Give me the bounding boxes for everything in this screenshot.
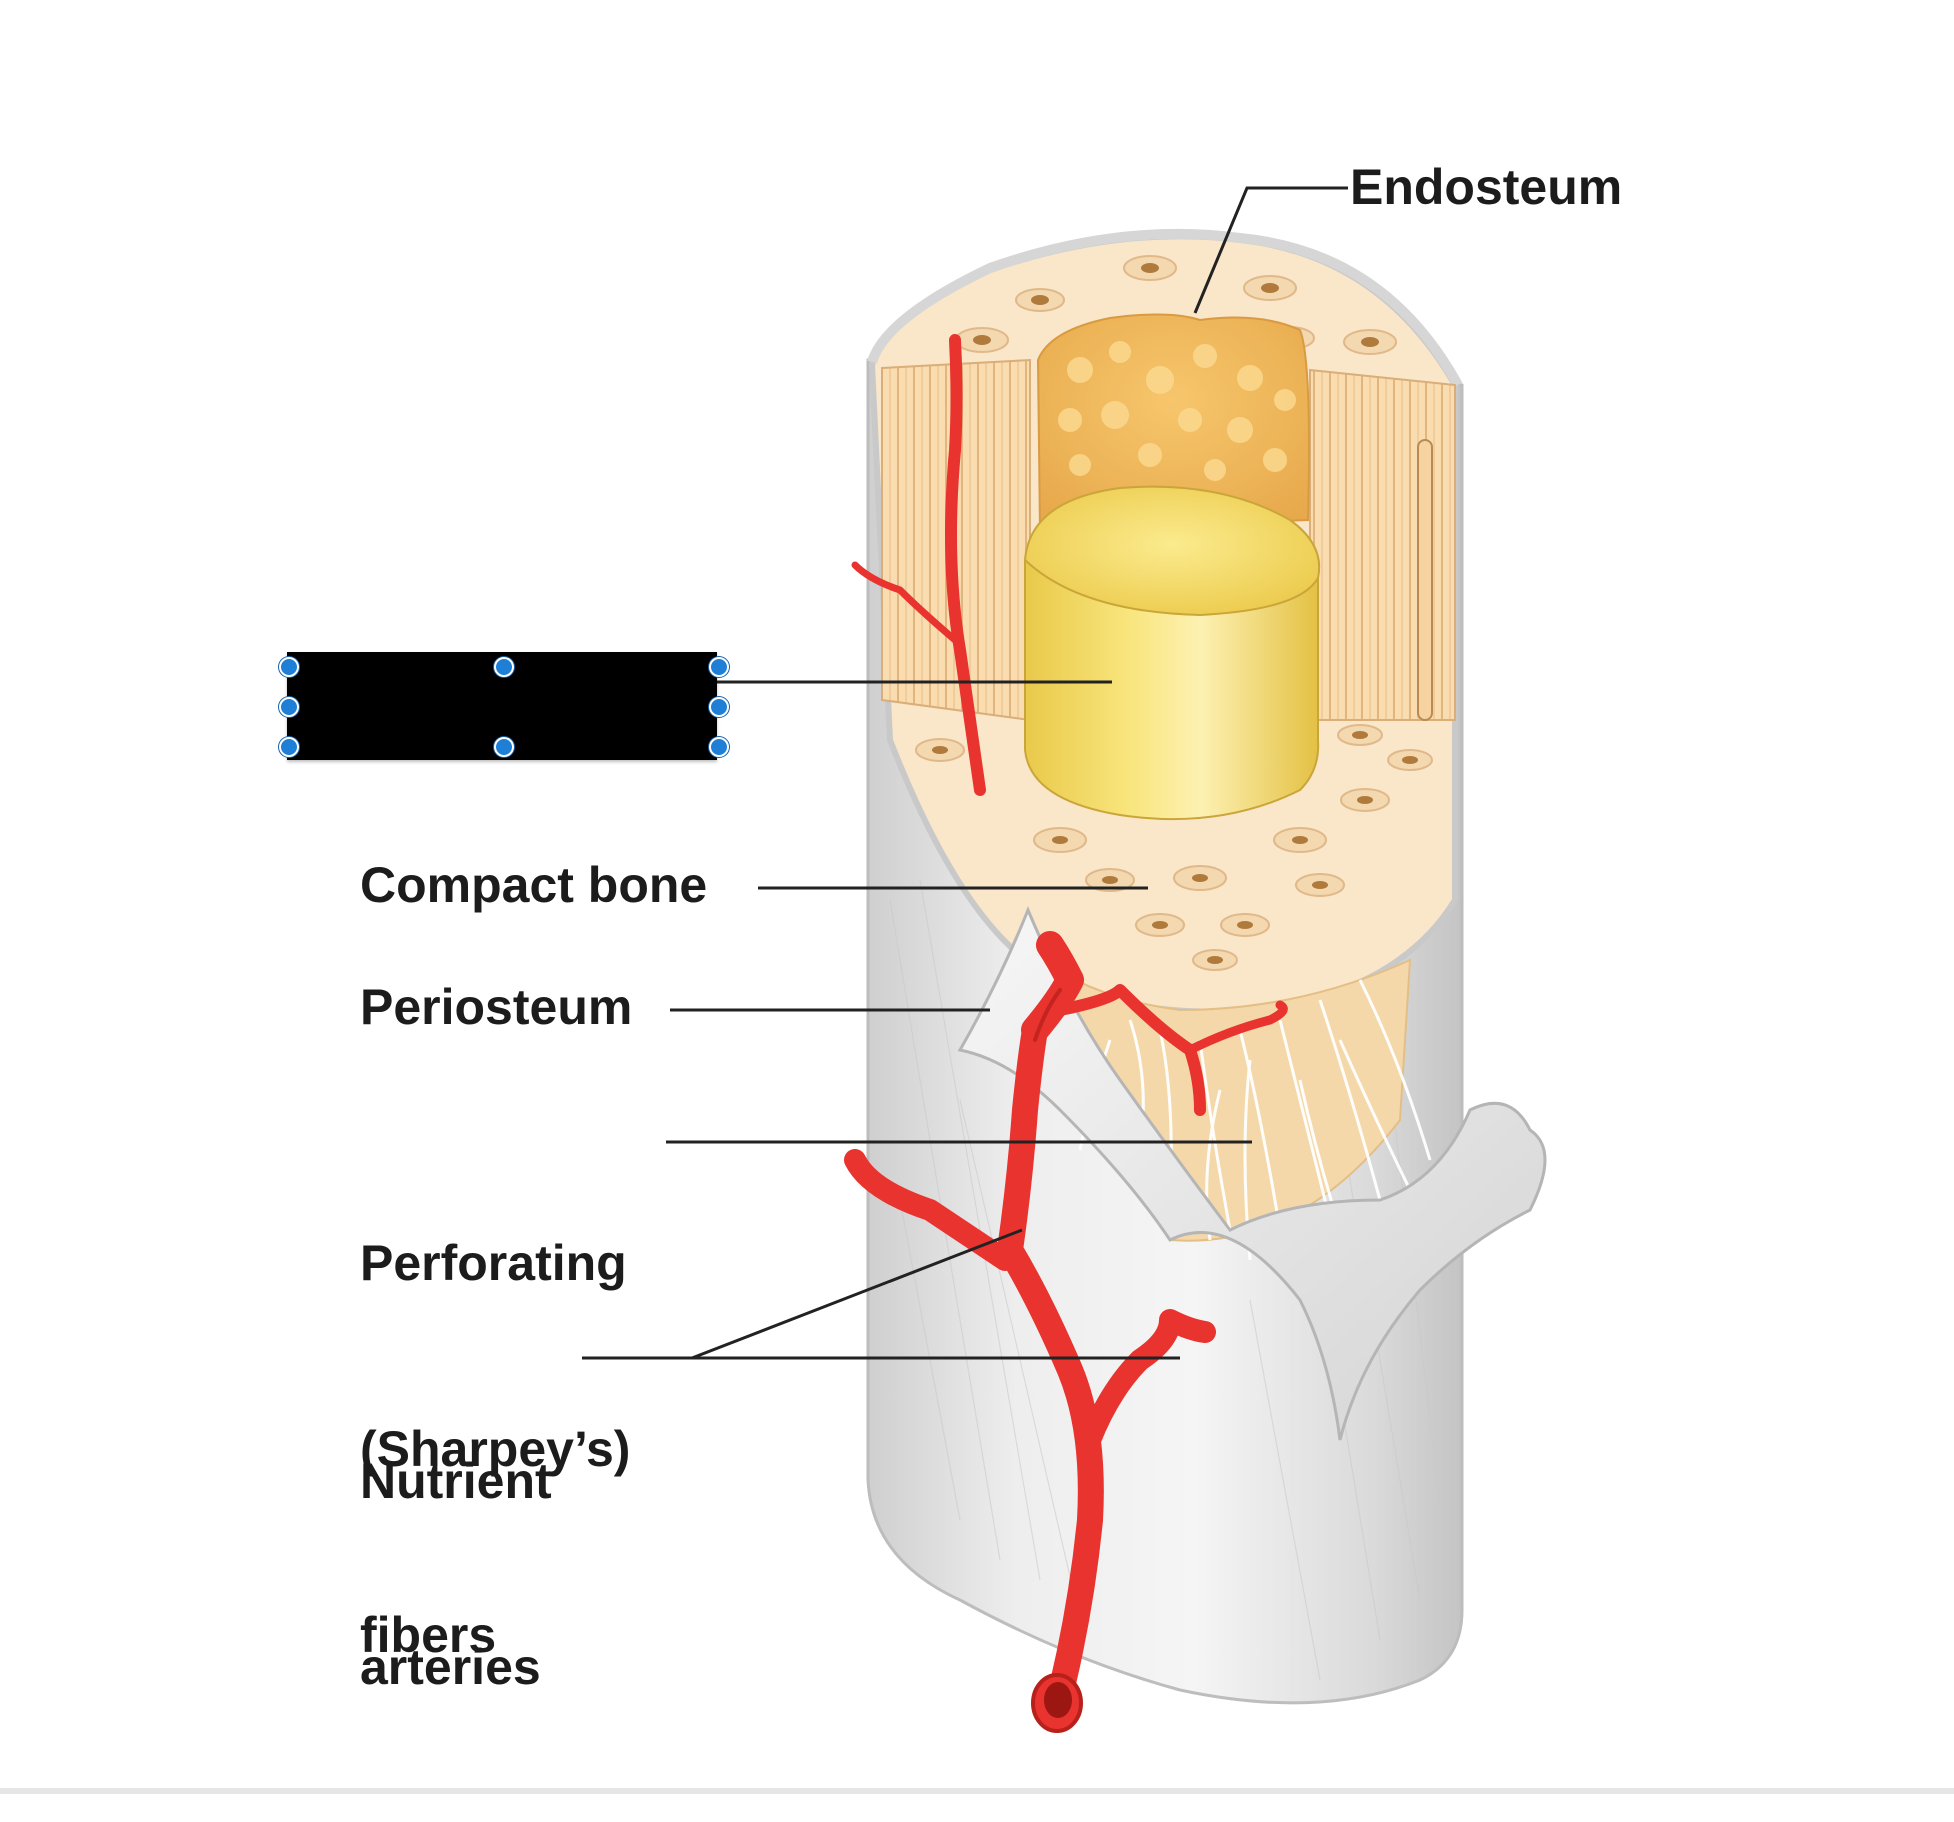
spongy-bone xyxy=(1036,313,1310,532)
label-perforating-fibers: Perforating (Sharpey’s) fibers xyxy=(360,1108,630,1790)
resize-handle-middle-left[interactable] xyxy=(279,697,299,717)
nutrient-arteries xyxy=(844,334,1288,1728)
resize-handle-bottom-center[interactable] xyxy=(494,737,514,757)
label-perforating-line-2: (Sharpey’s) xyxy=(360,1421,631,1477)
label-periosteum: Periosteum xyxy=(360,979,633,1035)
label-endosteum: Endosteum xyxy=(1350,159,1623,215)
label-nutrient-arteries: Nutrient arteries xyxy=(360,1326,552,1822)
label-perforating-line-1: Perforating xyxy=(360,1235,627,1291)
bottom-border xyxy=(0,1788,1954,1794)
label-nutrient-line-2: arteries xyxy=(360,1639,541,1695)
label-compact-bone: Compact bone xyxy=(360,857,708,913)
leader-nutrient xyxy=(582,1228,1180,1360)
marrow-cylinder-side xyxy=(1024,558,1320,821)
resize-handle-top-center[interactable] xyxy=(494,657,514,677)
longitudinal-face-right xyxy=(1309,368,1456,721)
marrow-cylinder-top xyxy=(1023,485,1321,617)
resize-handle-middle-right[interactable] xyxy=(709,697,729,717)
label-perforating-line-3: fibers xyxy=(360,1607,497,1663)
resize-handle-top-right[interactable] xyxy=(709,657,729,677)
leader-lines xyxy=(582,186,1348,1360)
resize-handle-bottom-right[interactable] xyxy=(709,737,729,757)
leader-endosteum xyxy=(1193,186,1348,314)
resize-handle-bottom-left[interactable] xyxy=(279,737,299,757)
resize-handle-top-left[interactable] xyxy=(279,657,299,677)
label-nutrient-line-1: Nutrient xyxy=(360,1453,552,1509)
redacted-label-box[interactable] xyxy=(279,652,729,760)
periosteum-flap xyxy=(957,906,1547,1441)
